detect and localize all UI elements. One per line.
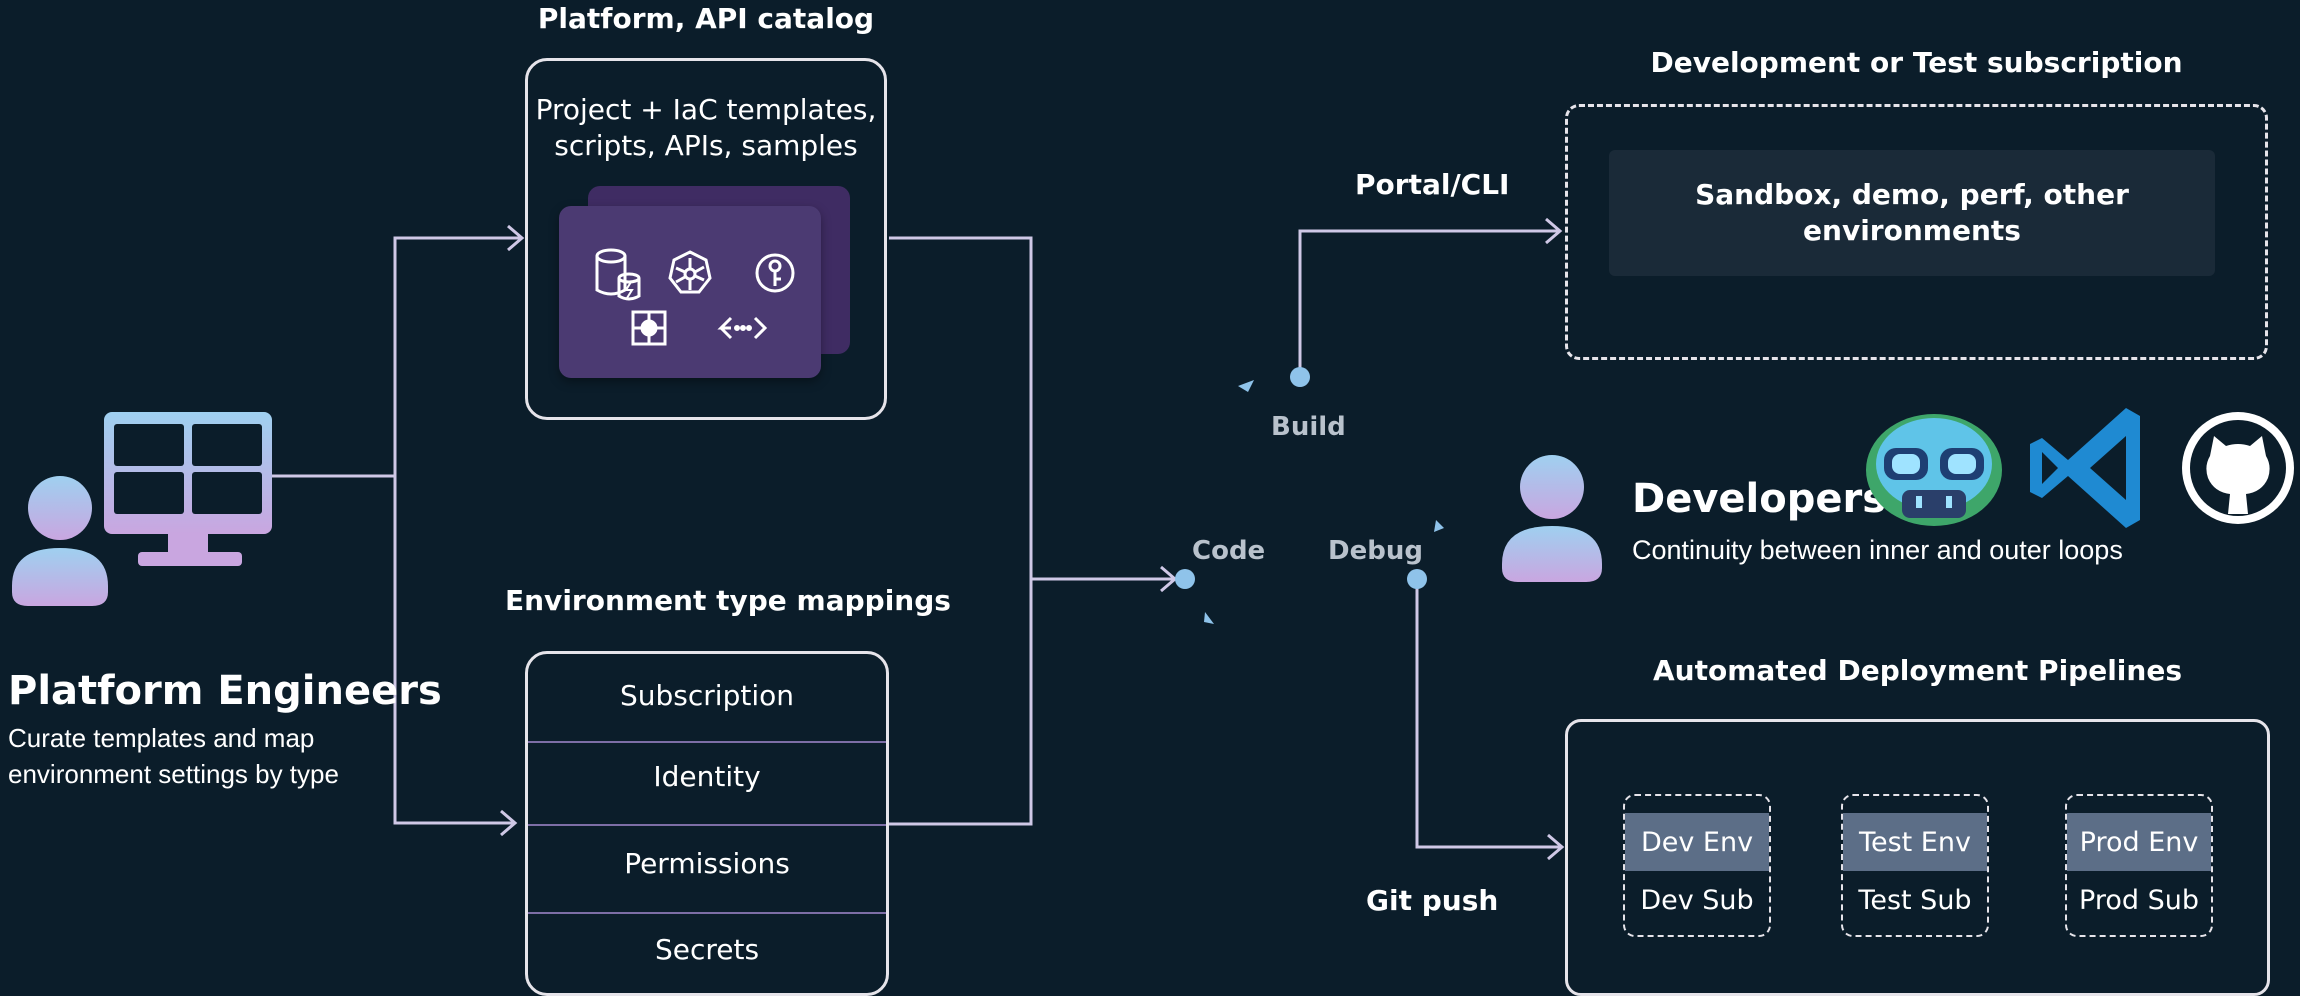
catalog-icons xyxy=(595,248,795,346)
code-label: Code xyxy=(1192,536,1266,566)
copilot-icon xyxy=(1866,414,2002,526)
key-icon xyxy=(755,253,795,293)
github-icon xyxy=(2182,412,2294,524)
env-row-permissions: Permissions xyxy=(624,847,790,880)
code-node xyxy=(1175,569,1195,589)
stage-sub-label: Test Sub xyxy=(1858,884,1972,916)
build-node xyxy=(1290,367,1310,387)
person-icon xyxy=(28,476,92,540)
subscription-environments: Sandbox, demo, perf, other environments xyxy=(1609,150,2215,276)
arrowhead-env-mappings xyxy=(500,809,518,837)
env-divider xyxy=(528,824,886,826)
subscription-line-1: Sandbox, demo, perf, other xyxy=(1695,178,2129,211)
kubernetes-icon xyxy=(668,250,712,294)
developers-desc: Continuity between inner and outer loops xyxy=(1632,535,2123,565)
platform-engineers-title: Platform Engineers xyxy=(8,668,442,714)
stage-env-label: Test Env xyxy=(1843,813,1987,871)
connector-catalog-to-code xyxy=(889,236,1033,826)
build-label: Build xyxy=(1271,412,1346,442)
connector-to-env-mappings xyxy=(393,476,513,825)
loop-arrow-debug xyxy=(1434,520,1444,532)
stage-sub-label: Dev Sub xyxy=(1640,884,1754,916)
debug-node xyxy=(1407,569,1427,589)
env-row-secrets: Secrets xyxy=(654,933,760,966)
developer-tool-icons xyxy=(1866,408,2294,528)
platform-engineer-illustration xyxy=(12,412,272,606)
platform-engineers-desc-2: environment settings by type xyxy=(8,759,339,789)
stage-sub-label: Prod Sub xyxy=(2079,884,2199,916)
stage-dev: Dev Env Dev Sub xyxy=(1623,794,1771,937)
connector-build-to-subscription xyxy=(1298,229,1560,377)
env-divider xyxy=(528,912,886,914)
platform-engineers-desc-1: Curate templates and map xyxy=(8,723,315,753)
arrowhead-pipelines xyxy=(1547,833,1565,861)
catalog-card xyxy=(559,206,821,378)
connector-to-catalog xyxy=(270,236,520,478)
subscription-line-2: environments xyxy=(1803,214,2021,247)
catalog-description: Project + IaC templates, scripts, APIs, … xyxy=(525,92,887,164)
pipelines-box xyxy=(1565,719,2270,996)
platform-engineers-block: Platform Engineers Curate templates and … xyxy=(8,668,442,792)
connector-debug-to-pipelines xyxy=(1415,579,1562,849)
stage-prod: Prod Env Prod Sub xyxy=(2065,794,2213,937)
stage-test: Test Env Test Sub xyxy=(1841,794,1989,937)
portal-cli-label: Portal/CLI xyxy=(1355,168,1510,201)
loop-arrow-build xyxy=(1238,380,1254,392)
arrowhead-catalog xyxy=(507,224,525,252)
vscode-icon xyxy=(2030,408,2140,528)
debug-label: Debug xyxy=(1328,536,1423,566)
database-lightning-icon xyxy=(595,248,641,301)
catalog-title: Platform, API catalog xyxy=(537,2,875,35)
developers-title: Developers xyxy=(1632,476,1887,522)
subscription-box xyxy=(1565,104,2268,360)
pipelines-title: Automated Deployment Pipelines xyxy=(1653,654,2182,687)
function-app-icon xyxy=(631,310,667,346)
env-row-subscription: Subscription xyxy=(620,679,794,712)
env-row-identity: Identity xyxy=(653,760,761,793)
env-divider xyxy=(528,741,886,743)
catalog-line-1: Project + IaC templates, xyxy=(535,93,877,126)
developer-person-icon xyxy=(1502,455,1602,582)
stage-env-label: Dev Env xyxy=(1625,813,1769,871)
subscription-title: Development or Test subscription xyxy=(1650,46,2183,79)
env-mappings-box: Subscription Identity Permissions Secret… xyxy=(525,651,889,996)
env-mappings-title: Environment type mappings xyxy=(505,584,951,617)
git-push-label: Git push xyxy=(1366,884,1499,917)
catalog-line-2: scripts, APIs, samples xyxy=(554,129,858,162)
api-icon xyxy=(717,316,768,340)
stage-env-label: Prod Env xyxy=(2067,813,2211,871)
loop-arrow-code xyxy=(1204,612,1214,624)
catalog-box xyxy=(525,58,887,420)
arrowhead-subscription xyxy=(1545,217,1563,245)
